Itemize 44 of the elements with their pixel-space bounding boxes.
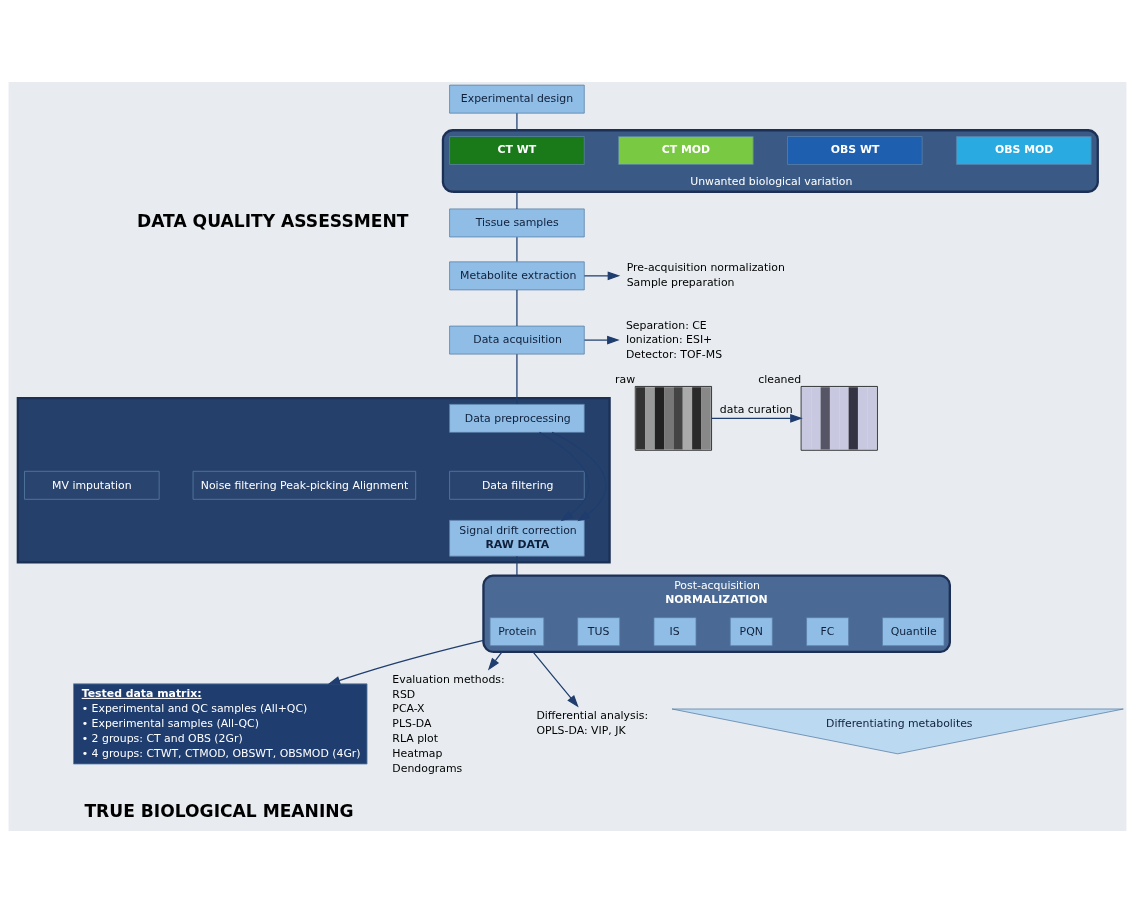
arrow <box>487 650 503 670</box>
node-box: PQN <box>729 616 773 646</box>
node-box: Tested data matrix: • Experimental and QC samples (All+QC) • Experimental samples (All-QC) • 2 groups: CT and OBS (2Gr) • 4 groups: CTWT, CTMOD, OBSWT, OBSMOD (4Gr) <box>73 682 368 764</box>
node-box: OBS MOD <box>956 135 1092 165</box>
node-box: Metabolite extraction <box>449 260 585 290</box>
node-box: OBS WT <box>787 135 923 165</box>
node-box: Signal drift correction RAW DATA <box>449 519 585 557</box>
arrow <box>532 650 579 707</box>
node-box: Tissue samples <box>449 208 585 237</box>
arrow <box>583 335 620 345</box>
connector <box>516 236 518 262</box>
node-box: Protein <box>489 616 545 646</box>
node-box: Noise filtering Peak-picking Alignment <box>192 470 417 500</box>
connector <box>516 190 518 209</box>
arrow <box>538 431 590 521</box>
node-label: raw <box>615 372 636 386</box>
node-text: Pre-acquisition normalization Sample preparation <box>626 260 785 289</box>
node-box: Data preprocessing <box>449 403 585 433</box>
node-box: Data acquisition <box>449 325 585 354</box>
node-box: IS <box>653 616 697 646</box>
node-box: TUS <box>577 616 621 646</box>
connector <box>516 555 518 576</box>
node-box: CT MOD <box>618 135 754 165</box>
node-box: MV imputation <box>24 470 160 500</box>
node-box: Experimental design <box>449 84 585 114</box>
cluster <box>16 396 611 564</box>
node-text: Separation: CE Ionization: ESI+ Detector: TOF-MS <box>625 318 723 361</box>
node-text: Differential analysis: OPLS-DA: VIP, JK <box>536 708 649 737</box>
label: DATA QUALITY ASSESSMENT <box>136 210 409 231</box>
arrow <box>583 270 621 280</box>
node-box: Quantile <box>882 616 945 646</box>
node-text: Evaluation methods: RSD PCA-X PLS-DA RLA plot Heatmap Dendograms <box>392 672 505 775</box>
node-box: Data filtering <box>449 470 585 500</box>
node-label: cleaned <box>758 372 802 386</box>
node-box: CT WT <box>449 135 585 165</box>
arrow <box>551 431 607 521</box>
node-box: FC <box>806 616 849 646</box>
connector <box>516 288 518 327</box>
connector <box>516 112 518 131</box>
arrow <box>327 639 485 685</box>
edge-label: data curation <box>719 402 793 416</box>
label: TRUE BIOLOGICAL MEANING <box>84 800 354 821</box>
arrow <box>711 413 803 423</box>
connector <box>516 353 518 405</box>
